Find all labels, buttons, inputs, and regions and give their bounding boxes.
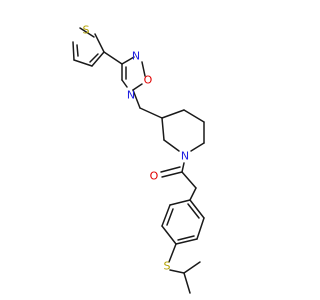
bond	[89, 53, 99, 63]
bond	[121, 79, 128, 88]
bond	[161, 204, 171, 227]
bond	[183, 261, 201, 274]
bond	[187, 203, 200, 219]
bond	[175, 238, 198, 245]
nitrogen-atom-oxadiazole-n2: N	[132, 50, 140, 63]
bond	[161, 117, 165, 141]
bond	[169, 269, 185, 274]
bond	[168, 243, 177, 263]
bond	[79, 27, 95, 38]
atom-label: S	[164, 260, 171, 273]
bonds	[72, 27, 205, 294]
bond	[169, 199, 191, 206]
nitrogen-atom-oxadiazole-n4: N	[127, 89, 135, 102]
bond	[132, 89, 141, 109]
bond	[190, 142, 205, 152]
bond	[72, 41, 75, 61]
bond	[161, 171, 183, 178]
bond	[76, 44, 79, 57]
atom-label: S	[83, 24, 90, 37]
bond	[161, 109, 185, 119]
bond	[121, 56, 135, 65]
bond	[94, 33, 105, 53]
sulfur-atom-thioether: S	[164, 260, 171, 273]
bond	[91, 51, 105, 67]
atom-label: O	[144, 74, 153, 87]
bond	[139, 107, 163, 119]
bond	[132, 83, 143, 91]
bond	[189, 187, 197, 201]
bond	[141, 61, 146, 77]
bond	[181, 171, 197, 189]
oxygen-atom-carbonyl: O	[150, 170, 159, 183]
nitrogen-atom-piperidine: N	[181, 150, 189, 163]
molecule-structure: S N O N N O S	[0, 0, 300, 300]
atom-label: N	[132, 50, 140, 63]
atom-labels: S N O N N O S	[83, 24, 190, 273]
oxygen-atom-oxadiazole: O	[144, 74, 153, 87]
bond	[161, 225, 177, 245]
bond	[163, 139, 180, 152]
bond	[183, 109, 205, 123]
bond	[166, 208, 174, 226]
canvas-background	[0, 0, 300, 300]
atom-label: N	[181, 150, 189, 163]
bond	[103, 51, 123, 65]
bond	[160, 166, 181, 173]
bond	[181, 162, 185, 173]
bond	[189, 199, 205, 219]
atom-label: N	[127, 89, 135, 102]
bond	[73, 59, 93, 67]
bond	[196, 217, 205, 240]
bond	[183, 272, 191, 294]
bond	[177, 235, 195, 241]
sulfur-atom-thiophene: S	[83, 24, 90, 37]
atom-label: O	[150, 170, 159, 183]
